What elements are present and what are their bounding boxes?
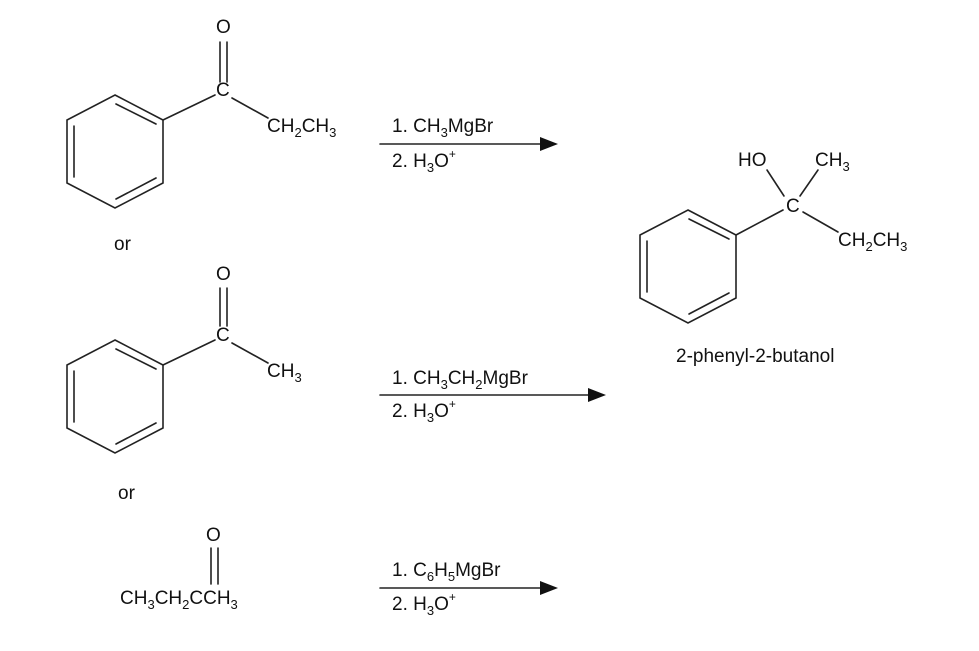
arrow1-head: [540, 137, 558, 151]
reaction-arrow-1: 1. CH3MgBr 2. H3O+: [379, 116, 558, 175]
carbonyl-carbon-label: C: [216, 80, 230, 101]
arrow3-reagent-step2: 2. H3O+: [392, 590, 456, 618]
reaction-arrow-2: 1. CH3CH2MgBr 2. H3O+: [379, 368, 606, 425]
arrow2-head: [588, 388, 606, 402]
methyl-group-label: CH3: [267, 361, 302, 385]
ethyl-group-label: CH2CH3: [267, 116, 336, 140]
arrow3-head: [540, 581, 558, 595]
arrow2-reagent-step1: 1. CH3CH2MgBr: [392, 368, 529, 392]
or-separator-2: or: [118, 483, 136, 504]
arrow1-reagent-step1: 1. CH3MgBr: [392, 116, 494, 140]
reaction-arrow-3: 1. C6H5MgBr 2. H3O+: [379, 560, 558, 618]
benzene-ring-2: [66, 339, 164, 454]
carbinol-carbon-label: C: [786, 196, 800, 217]
carbonyl-oxygen-label: O: [216, 264, 231, 285]
benzene-ring-1: [66, 94, 164, 209]
carbonyl-methyl-bond: [231, 342, 269, 364]
product-methyl-label: CH3: [815, 150, 850, 174]
ring-carbinol-bond: [735, 209, 784, 236]
carbonyl-oxygen-label: O: [206, 525, 221, 546]
product-ethyl-label: CH2CH3: [838, 230, 907, 254]
hydroxyl-label: HO: [738, 150, 767, 171]
reactant-butanone: O CH3CH2CCH3: [120, 525, 238, 612]
carbonyl-carbon-label: C: [216, 325, 230, 346]
reactant-acetophenone: O C CH3: [66, 264, 302, 454]
ring2-carbonyl-bond: [162, 339, 216, 366]
carbinol-oh-bond: [766, 169, 785, 197]
carbonyl-ethyl-bond: [231, 97, 269, 119]
carbinol-methyl-bond: [799, 169, 819, 197]
carbonyl-oxygen-label: O: [216, 17, 231, 38]
butanone-chain-label: CH3CH2CCH3: [120, 588, 238, 612]
arrow3-reagent-step1: 1. C6H5MgBr: [392, 560, 501, 584]
ring1-carbonyl-bond: [162, 94, 216, 121]
carbinol-ethyl-bond: [802, 211, 839, 233]
or-separator-1: or: [114, 234, 132, 255]
benzene-ring-product: [639, 209, 737, 324]
product-2-phenyl-2-butanol: HO CH3 C CH2CH3 2-phenyl-2-butanol: [639, 150, 907, 367]
arrow1-reagent-step2: 2. H3O+: [392, 147, 456, 175]
arrow2-reagent-step2: 2. H3O+: [392, 397, 456, 425]
product-name: 2-phenyl-2-butanol: [676, 346, 834, 367]
reactant-propiophenone: O C CH2CH3: [66, 17, 336, 209]
